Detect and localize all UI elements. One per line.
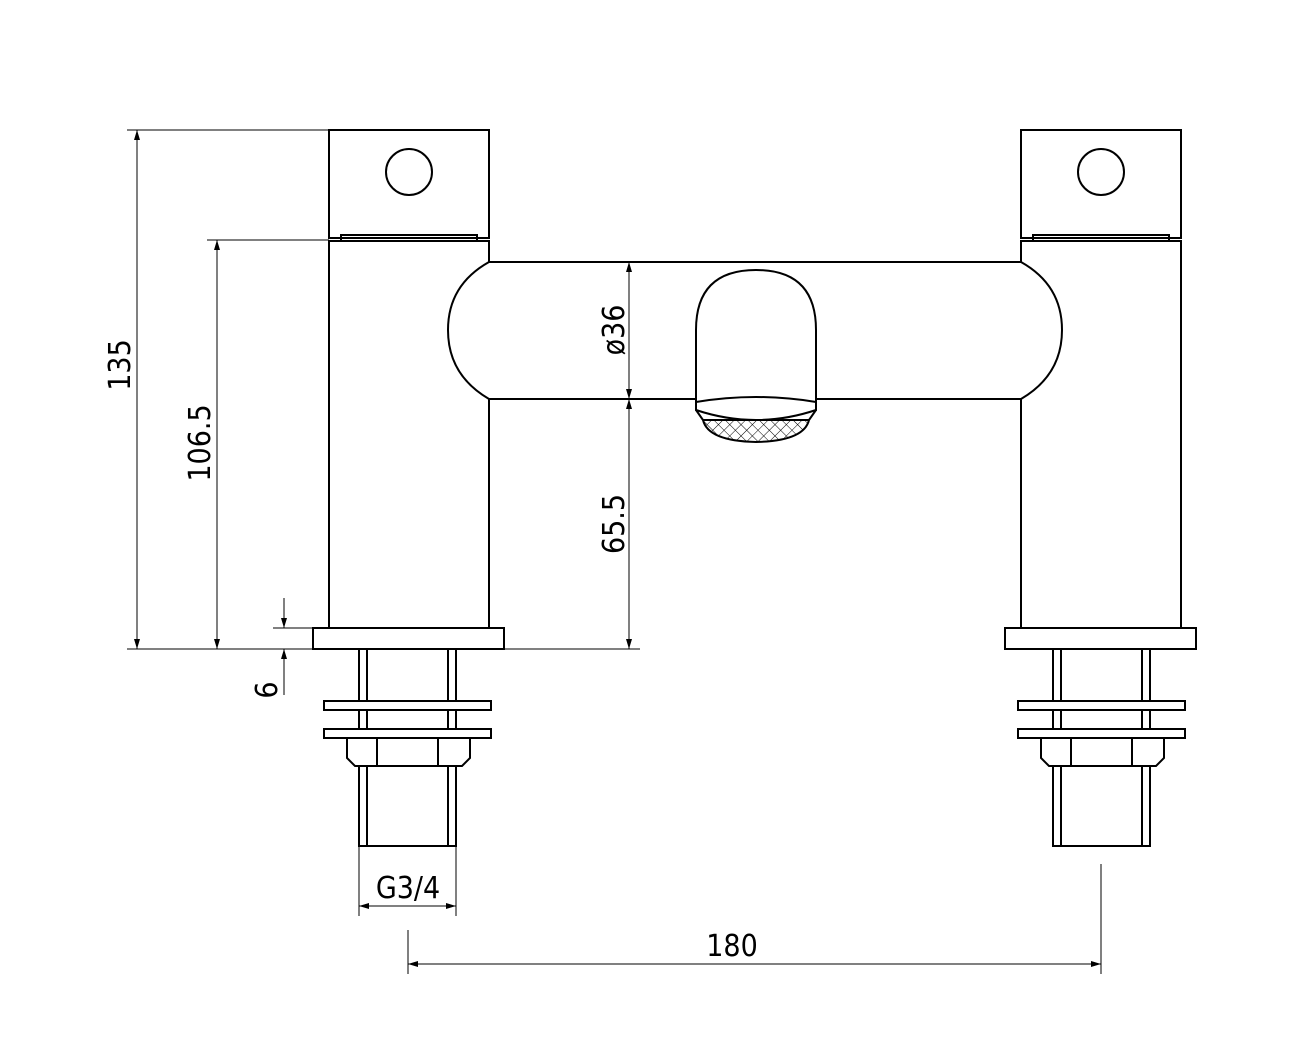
right-washer-top xyxy=(1017,700,1186,711)
spout-body xyxy=(695,268,817,403)
spout-outlet-ring xyxy=(695,396,817,421)
label-base-thickness: 6 xyxy=(250,681,285,698)
label-body-height: 106.5 xyxy=(183,404,218,481)
spout-aerator xyxy=(701,419,811,444)
left-washer-bottom xyxy=(323,728,492,739)
left-base-plate xyxy=(312,627,505,650)
label-overall-height: 135 xyxy=(103,339,138,391)
right-base-plate xyxy=(1004,627,1197,650)
right-handle-hole xyxy=(1077,148,1125,196)
dimension-labels: 135 106.5 6 ø36 65.5 G3/4 180 xyxy=(103,305,758,964)
label-spout-diameter: ø36 xyxy=(597,305,632,356)
right-washer-bottom xyxy=(1017,728,1186,739)
dimension-lines xyxy=(127,129,1102,974)
left-washer-top xyxy=(323,700,492,711)
left-pillar xyxy=(312,129,505,847)
label-spout-clearance: 65.5 xyxy=(597,494,632,554)
spout xyxy=(695,268,817,444)
left-backnut xyxy=(346,737,471,767)
left-handle-hole xyxy=(385,148,433,196)
label-centres: 180 xyxy=(706,929,758,964)
left-thread-tail xyxy=(358,765,457,847)
right-thread-tail xyxy=(1052,765,1151,847)
left-handle-block xyxy=(328,129,490,239)
right-pillar xyxy=(1004,129,1197,847)
right-handle-block xyxy=(1020,129,1182,239)
right-backnut xyxy=(1040,737,1165,767)
label-thread: G3/4 xyxy=(376,871,440,906)
